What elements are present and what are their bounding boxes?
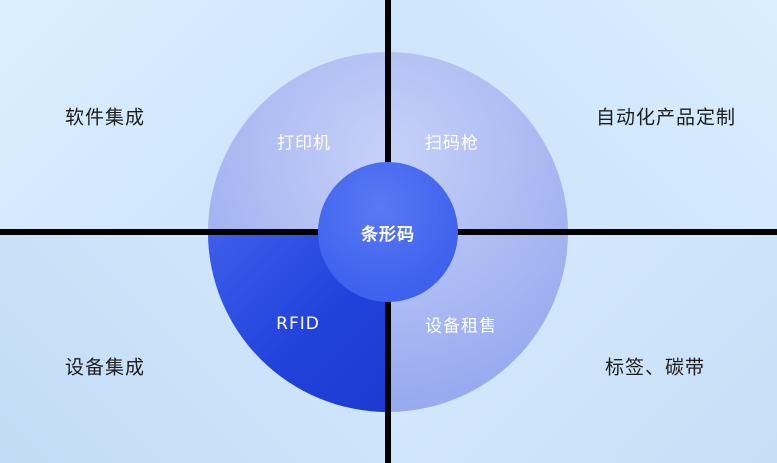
corner-label-labels-ribbons: 标签、碳带 xyxy=(604,356,706,379)
corner-label-automation-customization: 自动化产品定制 xyxy=(595,106,737,129)
corner-label-software-integration: 软件集成 xyxy=(64,106,146,129)
quadrant-label-printer: 打印机 xyxy=(277,133,331,154)
quadrant-label-equipment-rental: 设备租售 xyxy=(425,316,497,337)
quadrant-label-rfid: RFID xyxy=(276,314,320,334)
corner-label-equipment-integration: 设备集成 xyxy=(64,356,146,379)
quadrant-label-scanner: 扫码枪 xyxy=(425,133,479,154)
center-circle: 条形码 xyxy=(318,162,458,302)
center-label: 条形码 xyxy=(361,224,415,245)
